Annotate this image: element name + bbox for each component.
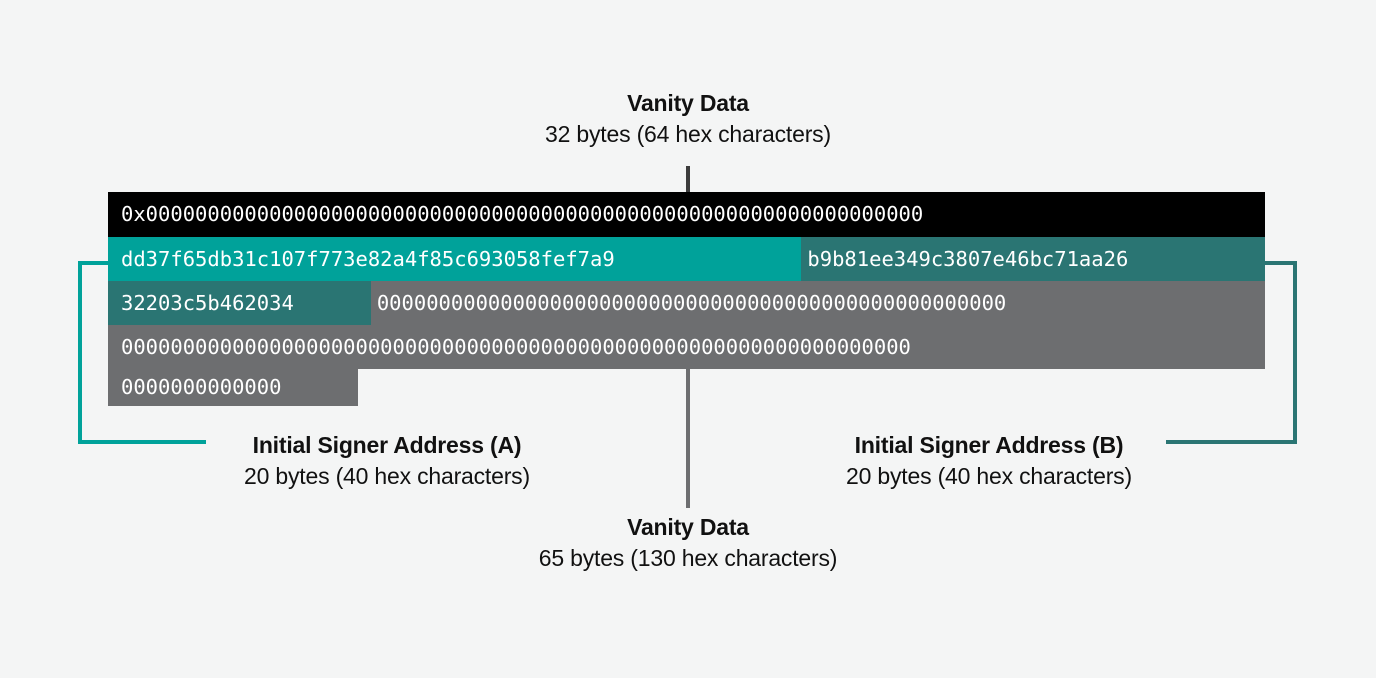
bracket-left-vertical [78, 261, 82, 444]
label-signer-b-subtitle: 20 bytes (40 hex characters) [846, 463, 1132, 489]
hex-segment-vanity-bottom-2: 0000000000000000000000000000000000000000… [108, 325, 1265, 369]
hex-segment-signer-b-part1: b9b81ee349c3807e46bc71aa26 [801, 237, 1265, 281]
bracket-left-top-stub [78, 261, 110, 265]
bracket-left-bottom-stub [78, 440, 206, 444]
label-signer-a: Initial Signer Address (A) 20 bytes (40 … [187, 430, 587, 492]
connector-line-bottom [686, 368, 690, 508]
hex-row-4: 0000000000000000000000000000000000000000… [108, 325, 1265, 369]
label-signer-b-title: Initial Signer Address (B) [854, 432, 1124, 458]
hex-row-1: 0x00000000000000000000000000000000000000… [108, 192, 1265, 237]
hex-row-5: 0000000000000 [108, 369, 1265, 406]
hex-segment-signer-a: dd37f65db31c107f773e82a4f85c693058fef7a9 [108, 237, 802, 281]
hex-segment-signer-b-part2: 32203c5b462034 [108, 281, 371, 325]
label-vanity-data-top-title: Vanity Data [627, 90, 749, 116]
hex-row-3: 32203c5b462034 0000000000000000000000000… [108, 281, 1265, 325]
label-vanity-data-top-subtitle: 32 bytes (64 hex characters) [545, 121, 831, 147]
bracket-right-vertical [1293, 261, 1297, 444]
bracket-right-top-stub [1264, 261, 1297, 265]
label-signer-b: Initial Signer Address (B) 20 bytes (40 … [789, 430, 1189, 492]
label-vanity-data-bottom: Vanity Data 65 bytes (130 hex characters… [488, 512, 888, 574]
bracket-right-bottom-stub [1166, 440, 1297, 444]
label-vanity-data-top: Vanity Data 32 bytes (64 hex characters) [488, 88, 888, 150]
label-vanity-data-bottom-subtitle: 65 bytes (130 hex characters) [538, 545, 838, 571]
label-vanity-data-bottom-title: Vanity Data [627, 514, 749, 540]
connector-line-top [686, 166, 690, 193]
hex-segment-vanity-top: 0x00000000000000000000000000000000000000… [108, 192, 1265, 237]
hex-data-block: 0x00000000000000000000000000000000000000… [108, 192, 1265, 406]
hex-segment-vanity-bottom-3: 0000000000000 [108, 369, 358, 406]
label-signer-a-title: Initial Signer Address (A) [252, 432, 522, 458]
hex-row-2: dd37f65db31c107f773e82a4f85c693058fef7a9… [108, 237, 1265, 281]
hex-segment-vanity-bottom-1: 0000000000000000000000000000000000000000… [370, 281, 1265, 325]
label-signer-a-subtitle: 20 bytes (40 hex characters) [244, 463, 530, 489]
